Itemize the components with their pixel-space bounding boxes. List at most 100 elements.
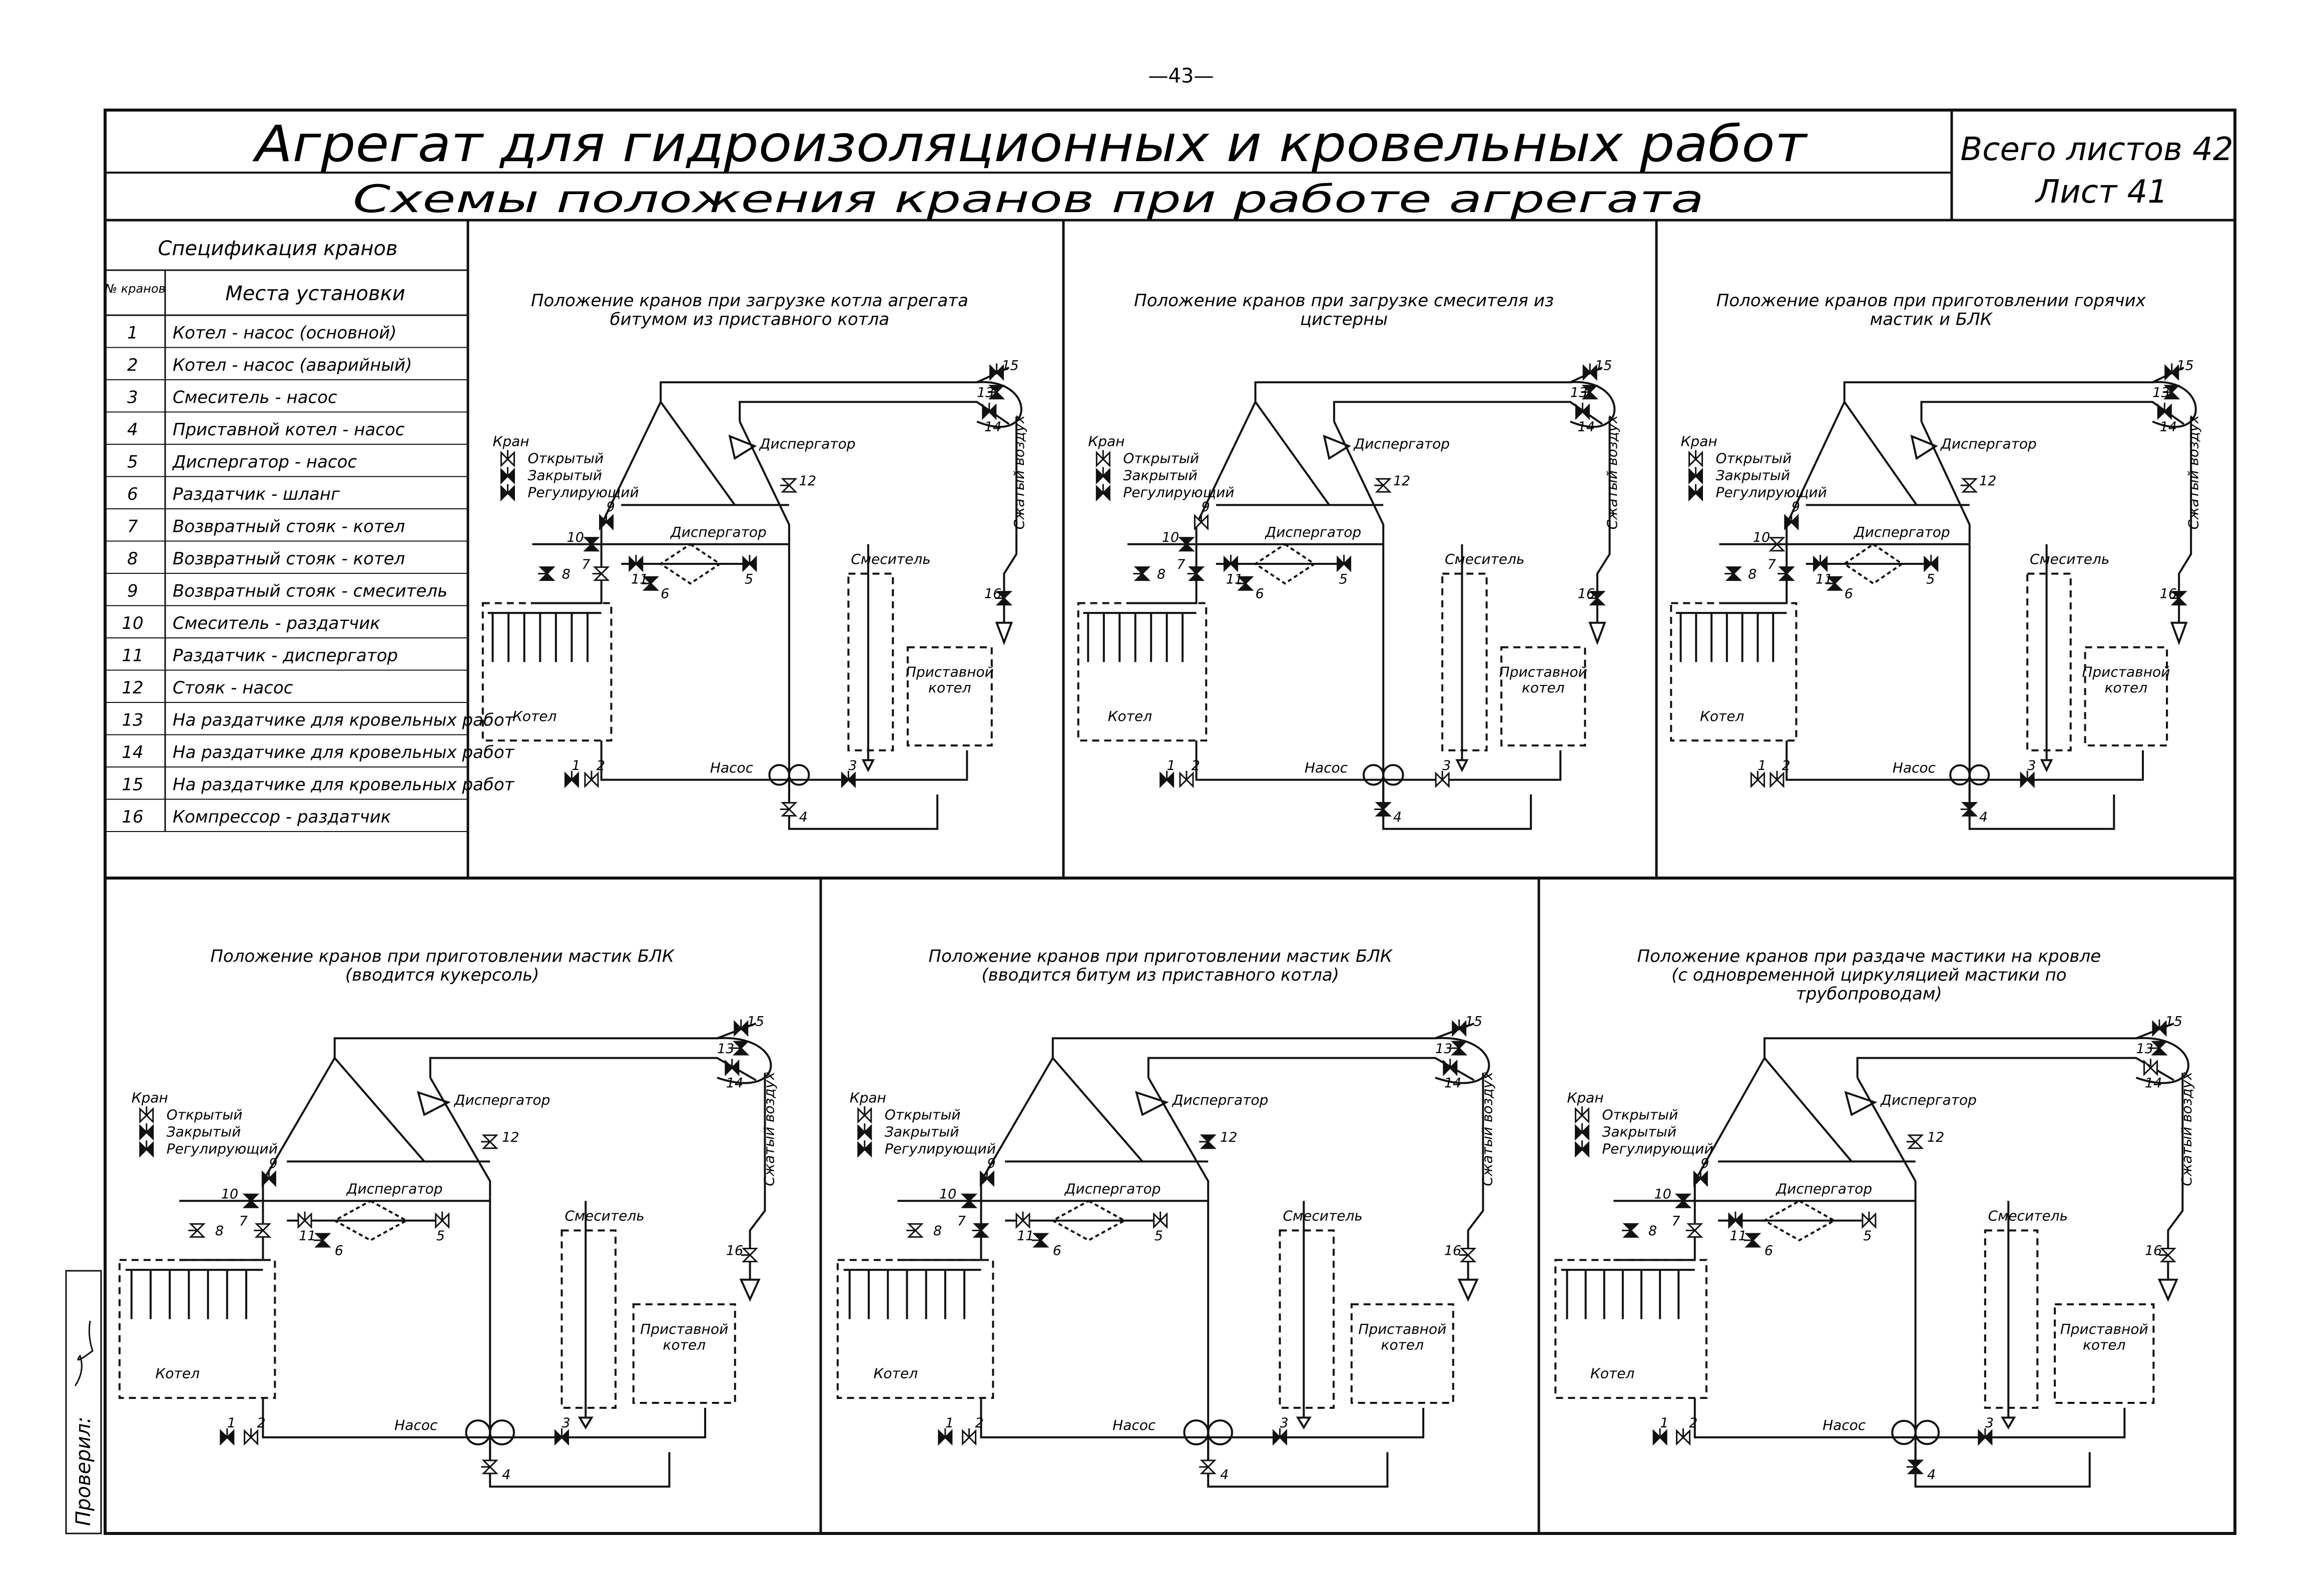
- valve-icon: [540, 567, 553, 574]
- valve-icon: [1096, 453, 1103, 466]
- valve-3: 3: [1979, 1415, 1994, 1444]
- pipe: [1334, 402, 1602, 424]
- valve-14: 14: [2144, 1059, 2162, 1091]
- diagram-title: битумом из приставного котла: [610, 309, 889, 329]
- valve-icon: [1683, 1431, 1689, 1444]
- valve-icon: [1660, 1431, 1666, 1444]
- valve-icon: [1591, 592, 1604, 598]
- valve-number: 10: [567, 530, 584, 545]
- valve-icon: [1582, 1126, 1588, 1139]
- valve-icon: [744, 1255, 757, 1262]
- valve-icon: [442, 1214, 449, 1227]
- valve-: [1575, 1123, 1588, 1139]
- pump-icon: [1916, 1421, 1939, 1444]
- valve-icon: [1187, 773, 1193, 786]
- valve-number: 6: [661, 586, 669, 602]
- valve-14: 14: [1444, 1059, 1461, 1091]
- valve-number: 10: [221, 1186, 238, 1202]
- valve-icon: [974, 1224, 987, 1230]
- checked-stamp: Проверил:: [66, 1271, 101, 1533]
- spec-row-number: 1: [127, 323, 138, 343]
- valve-number: 3: [848, 758, 857, 773]
- boiler-label: Котел: [1590, 1365, 1635, 1382]
- spec-row-number: 7: [127, 517, 138, 537]
- valve-icon: [147, 1109, 153, 1122]
- valve-: [1575, 1140, 1588, 1156]
- valve-number: 16: [1444, 1243, 1461, 1259]
- compressed-air-label: Сжатый воздух: [1604, 415, 1620, 529]
- spec-row-place: Приставной котел - насос: [173, 420, 405, 440]
- valve-icon: [1239, 583, 1252, 590]
- valve-icon: [1575, 1143, 1582, 1156]
- valve-number: 16: [1578, 586, 1595, 602]
- pipe: [1383, 784, 1531, 829]
- valve-number: 8: [933, 1223, 942, 1239]
- valve-icon: [735, 1048, 748, 1055]
- valve-icon: [269, 1172, 275, 1185]
- valve-number: 14: [1444, 1076, 1461, 1091]
- legend-item: Открытый: [1123, 450, 1199, 467]
- valve-15: 15: [1453, 1014, 1482, 1035]
- valve-icon: [1925, 557, 1931, 570]
- boiler-label: Котел: [1108, 708, 1152, 724]
- valve-number: 13: [977, 385, 994, 401]
- legend-title: Кран: [850, 1089, 886, 1106]
- valve-icon: [1135, 574, 1148, 580]
- valve-7: 7: [1768, 557, 1793, 580]
- valve-12: 12: [481, 1130, 519, 1148]
- valve-number: 7: [1671, 1213, 1680, 1229]
- valve-icon: [1016, 1214, 1023, 1227]
- sheets-total: Всего листов 42: [1960, 131, 2233, 168]
- dispergator-label: Диспергатор: [1940, 436, 2037, 452]
- valve-icon: [298, 1214, 305, 1227]
- boiler-label: Котел: [1700, 708, 1745, 724]
- pipe: [1208, 1408, 1423, 1437]
- boiler: [483, 603, 612, 740]
- valve-10: 10: [1753, 530, 1784, 551]
- pump-icon: [789, 765, 809, 784]
- valve-icon: [1979, 1431, 1985, 1444]
- valve-number: 12: [1393, 473, 1410, 489]
- legend-item: Открытый: [527, 450, 604, 467]
- valve-6: 6: [314, 1234, 343, 1259]
- valve-icon: [1462, 1255, 1475, 1262]
- valve-number: 4: [1979, 810, 1988, 825]
- legend-title: Кран: [1567, 1089, 1603, 1106]
- valve-number: 10: [939, 1186, 956, 1202]
- pipe: [490, 1408, 705, 1437]
- valve-icon: [585, 773, 592, 786]
- valve-icon: [1729, 1214, 1736, 1227]
- aux-boiler-label: Приставной: [640, 1321, 728, 1337]
- mixer: [562, 1230, 616, 1408]
- boiler-label: Котел: [512, 708, 557, 724]
- valve-number: 13: [2136, 1041, 2153, 1057]
- mixer-label: Смеситель: [564, 1208, 644, 1224]
- valve-number: 13: [1435, 1041, 1452, 1057]
- valve-number: 16: [2160, 586, 2177, 602]
- pipe: [1970, 750, 2143, 780]
- spec-row-place: Котел - насос (основной): [173, 323, 397, 343]
- valve-number: 16: [726, 1243, 743, 1259]
- valve-icon: [1338, 557, 1344, 570]
- valve-number: 15: [2176, 358, 2193, 374]
- valve-icon: [1274, 1431, 1280, 1444]
- valve-1: 1: [1751, 758, 1767, 786]
- aux-boiler-label: Приставной: [1499, 664, 1587, 680]
- valve-icon: [783, 809, 796, 816]
- valve-icon: [1453, 1042, 1466, 1048]
- valve-number: 6: [335, 1243, 343, 1259]
- valve-icon: [1777, 773, 1784, 786]
- spec-row-place: Смеситель - раздатчик: [173, 613, 380, 633]
- compressed-air-label: Сжатый воздух: [2185, 415, 2202, 529]
- valve-icon: [245, 1431, 251, 1444]
- valve-number: 7: [582, 557, 590, 572]
- valve-icon: [565, 773, 571, 786]
- valve-icon: [1583, 386, 1596, 392]
- valve-icon: [1034, 1234, 1047, 1240]
- spec-row-number: 4: [127, 420, 138, 440]
- valve-icon: [1689, 453, 1695, 466]
- diagram-2: Положение кранов при загрузке смесителя …: [1078, 291, 1620, 829]
- valve-icon: [783, 485, 796, 492]
- valve-number: 7: [1177, 557, 1185, 572]
